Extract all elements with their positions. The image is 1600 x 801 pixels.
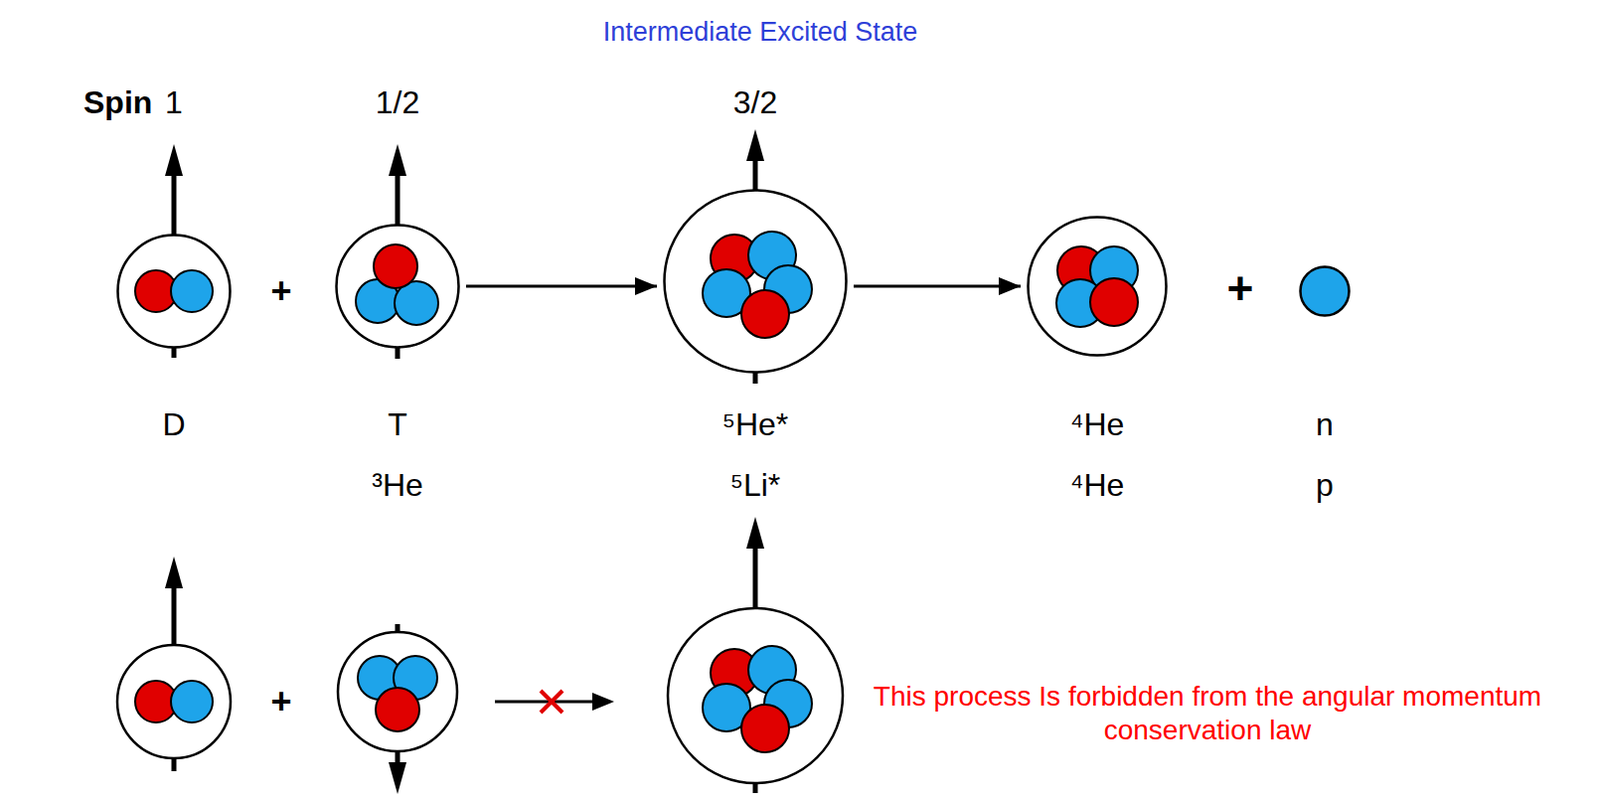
spin-arrow-head [388,144,407,176]
nucleus-shape [1026,215,1168,357]
cross-mark [540,690,563,713]
plus-sign: + [1227,262,1255,316]
nucleus-shape [116,233,232,349]
nucleus-name: D [161,406,185,444]
nucleus-shape [662,188,848,374]
nucleus-name: ⁴He [1070,406,1125,444]
neutron [170,270,213,313]
nucleus-circle [664,190,847,373]
nucleus-circle [117,644,231,759]
nucleus-name: ⁵Li* [730,467,782,504]
plus-sign: + [270,270,292,312]
nucleus-circle [118,235,231,348]
spin-arrow-head [388,762,407,795]
diagram-title: Intermediate Excited State [603,16,919,48]
nucleus-circle [337,632,458,752]
arrow-shaft [494,700,593,704]
spin-value: 3/2 [733,84,778,122]
spin-arrow-head [746,516,765,549]
nucleus-name: ⁴He [1070,467,1125,504]
proton [375,687,420,732]
nucleus-name: ³He [371,467,424,504]
proton [741,704,790,753]
nucleus-circle [667,608,843,784]
spin-arrow-head [164,556,183,589]
forbidden-arrow [494,690,615,713]
proton [1090,278,1138,326]
spin-value: 1/2 [375,84,420,122]
nucleus-name: ⁵He* [722,406,790,444]
nucleus-name: n [1315,406,1334,444]
spin-value: 1 [164,84,183,122]
nucleus-node: 3/2⁵He*⁵Li* [662,188,848,374]
nucleus-name: p [1315,467,1334,504]
spin-arrow-head [164,144,183,176]
neutron [170,680,213,723]
nucleus-node: np [1298,265,1351,318]
forbidden-note: This process Is forbidden from the angul… [839,679,1576,748]
bottom-intermediate [667,516,843,794]
cross-mark [540,690,563,713]
plus-sign: + [270,680,292,722]
nucleus-node: 1/2T³He [334,223,461,349]
nucleus-circle [1300,267,1350,317]
bottom-deuteron [117,556,231,772]
spin-arrow-head [746,129,765,161]
arrow-head [592,692,615,711]
nucleus-shape [334,223,461,349]
reaction-arrow [466,285,657,289]
nucleus-name: T [387,406,408,444]
nucleus-node: 1D [116,233,232,349]
nucleus-node: ⁴He⁴He [1026,215,1168,357]
spin-heading: Spin [83,84,153,122]
reaction-arrow [853,285,1021,289]
proton [741,290,790,338]
nucleus-circle [336,225,460,348]
bottom-triton [337,624,458,795]
nucleus-circle [1028,217,1167,356]
nucleus-shape [1298,265,1351,318]
proton [373,244,418,289]
